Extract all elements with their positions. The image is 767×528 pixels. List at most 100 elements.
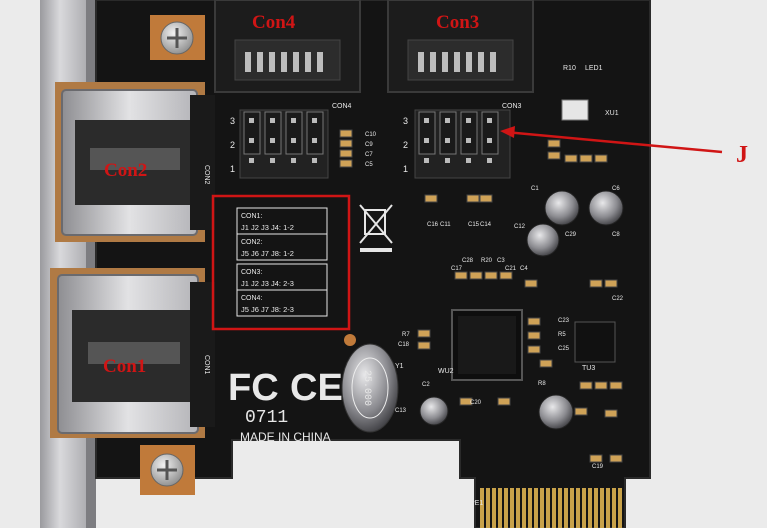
jumper-pin — [487, 158, 492, 163]
silk-con3: CON3 — [502, 103, 522, 110]
jumper-pin — [466, 118, 471, 123]
smd-part — [469, 271, 483, 280]
crystal-text: 25.000 — [361, 370, 372, 406]
smd-part — [604, 279, 618, 288]
gold-finger — [570, 488, 574, 528]
sata-pin — [269, 52, 275, 72]
table-row-head: CON3: — [241, 269, 262, 276]
jumper-table: CON1: J1 J2 J3 J4: 1-2 CON2: J5 J6 J7 J8… — [236, 207, 328, 317]
smd-part — [589, 279, 603, 288]
sata-pin — [281, 52, 287, 72]
sata-pin — [430, 52, 436, 72]
jumper-pin — [487, 118, 492, 123]
gold-finger — [480, 488, 484, 528]
controller-chip-icon — [451, 309, 523, 381]
component-label: C15 — [468, 222, 480, 228]
component-label: C17 — [451, 266, 463, 272]
silk-r10: R10 — [563, 65, 576, 72]
gold-finger — [618, 488, 622, 528]
silk-pe1: PE1 — [470, 500, 483, 507]
gold-finger — [588, 488, 592, 528]
component-label: C11 — [440, 222, 451, 228]
sata-pin — [257, 52, 263, 72]
component-label: C13 — [395, 408, 407, 414]
jumper-pin — [487, 138, 492, 143]
silk-tu3: TU3 — [582, 365, 595, 372]
table-row-value: J1 J2 J3 J4: 1-2 — [241, 223, 294, 232]
fcc-logo: FC — [228, 367, 279, 409]
silk-y1: Y1 — [395, 363, 404, 370]
silk-con2: CON2 — [203, 165, 210, 185]
component-label: C7 — [365, 152, 373, 158]
svg-text:2: 2 — [230, 140, 235, 150]
jumper-pin — [312, 138, 317, 143]
sata-pin — [478, 52, 484, 72]
jumper-pin — [249, 118, 254, 123]
label-j: J — [736, 142, 748, 168]
smd-part — [417, 329, 431, 338]
component-label: C6 — [612, 186, 620, 192]
smd-part — [547, 139, 561, 148]
component-label: C5 — [365, 162, 373, 168]
jumper-cap — [481, 111, 499, 155]
via-pad — [344, 334, 356, 346]
smd-part — [589, 454, 603, 463]
label-con4: Con4 — [252, 12, 296, 33]
component-label: C14 — [480, 222, 492, 228]
date-code: 0711 — [245, 408, 288, 428]
sata-pin — [442, 52, 448, 72]
jumper-pin — [270, 118, 275, 123]
component-label: C12 — [514, 224, 526, 230]
jumper-pin — [466, 158, 471, 163]
esata-port-con1 — [50, 268, 215, 438]
smd-part — [609, 381, 623, 390]
sata-pin — [317, 52, 323, 72]
jumper-cap — [439, 111, 457, 155]
component-label: C23 — [558, 318, 570, 324]
smd-part — [339, 149, 353, 158]
jumper-pin — [466, 138, 471, 143]
esata-port-con2 — [55, 82, 215, 242]
smd-part — [564, 154, 578, 163]
component-label: R20 — [481, 258, 493, 264]
component-label: C28 — [462, 258, 474, 264]
silk-led1: LED1 — [585, 65, 603, 72]
smd-part — [417, 341, 431, 350]
gold-finger — [546, 488, 550, 528]
jumper-pin — [291, 138, 296, 143]
crystal-oscillator-icon: 25.000 — [341, 343, 399, 433]
jumper-pin — [312, 158, 317, 163]
jumper-pin — [445, 138, 450, 143]
gold-finger — [600, 488, 604, 528]
component-label: C29 — [565, 232, 577, 238]
ce-logo: CE — [290, 367, 343, 409]
jumper-cap — [306, 111, 324, 155]
jumper-pin — [424, 158, 429, 163]
jumper-block-right — [414, 109, 511, 179]
silk-con4: CON4 — [332, 103, 352, 110]
svg-text:3: 3 — [230, 116, 235, 126]
gold-finger — [510, 488, 514, 528]
silk-xu1: XU1 — [605, 110, 619, 117]
component-label: C4 — [520, 266, 528, 272]
gold-finger — [504, 488, 508, 528]
gold-finger — [558, 488, 562, 528]
jumper-pin — [312, 118, 317, 123]
pcie-gold-fingers — [480, 488, 622, 528]
smd-part — [579, 154, 593, 163]
smd-part — [499, 271, 513, 280]
capacitor-icon — [419, 190, 624, 430]
component-label: R5 — [558, 332, 566, 338]
j-arrow-head — [500, 126, 515, 138]
smd-part — [539, 359, 553, 368]
component-label: C3 — [497, 258, 505, 264]
sata-pin — [305, 52, 311, 72]
component-label: C19 — [592, 464, 604, 470]
smd-part — [609, 454, 623, 463]
gold-finger — [564, 488, 568, 528]
smd-part — [524, 279, 538, 288]
jumper-pin — [270, 138, 275, 143]
jumper-cap — [460, 111, 478, 155]
